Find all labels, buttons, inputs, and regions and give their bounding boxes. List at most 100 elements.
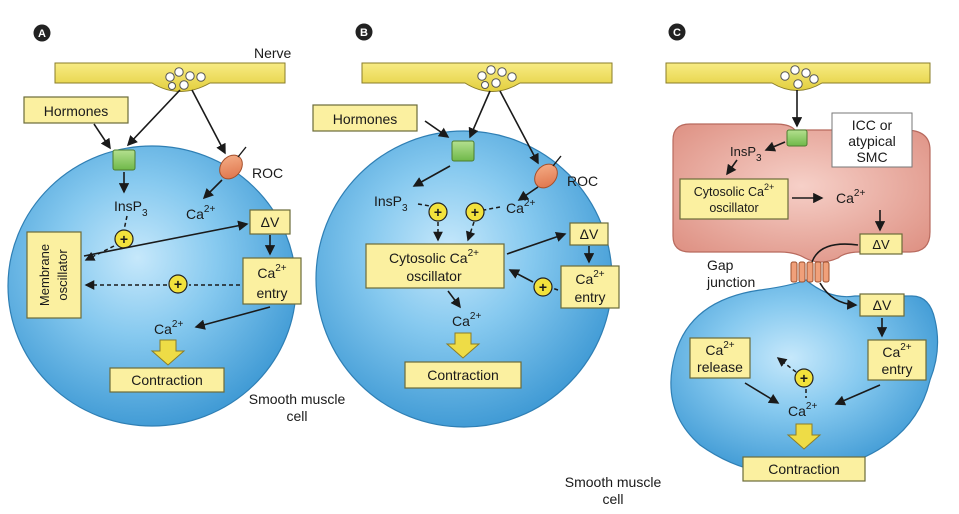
cytosolic-oscillator-box-b	[365, 243, 505, 289]
roc-label-b: ROC	[567, 173, 598, 189]
plus-sign-a2: +	[174, 276, 182, 292]
vesicles-c	[780, 65, 819, 89]
panel-c-letter: C	[673, 27, 681, 39]
gap-junction-line2: junction	[706, 274, 755, 290]
nerve-label: Nerve	[254, 45, 292, 61]
delta-v-box-a	[249, 209, 291, 235]
ca-entry-box-b	[560, 265, 620, 309]
ca-entry-line1-b: Ca2+	[575, 269, 604, 287]
roc-channel-icon-b	[534, 155, 562, 189]
panel-b-badge	[355, 23, 373, 41]
ca-entry-line1-c: Ca2+	[882, 342, 911, 360]
hormones-arrow-a	[93, 123, 111, 150]
plus-circle-icon-b2	[465, 202, 485, 222]
plus-circle-icon-c	[794, 368, 814, 388]
cytosolic-oscillator-line1-c: Cytosolic Ca2+	[694, 182, 774, 199]
hormones-label-a: Hormones	[44, 103, 109, 119]
ca-release-line2-c: release	[697, 359, 743, 375]
ca-entry-box-c	[867, 339, 927, 381]
cytosolic-oscillator-line1-b: Cytosolic Ca2+	[389, 248, 479, 266]
ca-release-box-c	[689, 337, 751, 379]
membrane-oscillator-line1: Membrane	[37, 244, 52, 306]
ca-entry-box-a	[242, 257, 302, 305]
osc-to-deltav-arrow-b	[506, 231, 567, 255]
plus-sign-b2: +	[471, 204, 479, 220]
plus-sign-b3: +	[539, 279, 547, 295]
insp3-to-osc-arrow-c	[726, 159, 738, 176]
ca-entry-line1-a: Ca2+	[257, 263, 286, 281]
plus2-to-osc-arrow-b	[465, 221, 476, 242]
delta-v-label-a: ΔV	[261, 214, 280, 230]
contraction-box-b	[404, 361, 522, 389]
insp3-label-a: InsP3	[114, 198, 148, 219]
roc-to-ca-arrow-a	[202, 179, 223, 200]
ca-entry-line2-a: entry	[256, 285, 287, 301]
hormones-label-b: Hormones	[333, 111, 398, 127]
ca-label-c: Ca2+	[836, 188, 865, 206]
roc-channel-icon-a	[219, 146, 247, 180]
delta-v-box-c	[859, 293, 905, 317]
panel-c-badge	[668, 23, 686, 41]
insp3-dash-b	[417, 203, 431, 207]
ca-dash-b	[483, 206, 501, 211]
icc-label-box	[831, 112, 913, 168]
entry-to-ca-arrow-a	[194, 306, 271, 330]
contraction-box-a	[109, 367, 225, 393]
receptor-to-insp3-arrow-c	[764, 141, 786, 152]
cytosolic-oscillator-line2-c: oscillator	[709, 201, 758, 215]
icc-label-line1: ICC or	[852, 117, 893, 133]
ca-lower-label-a: Ca2+	[154, 319, 183, 337]
nerve-terminal-c	[665, 62, 931, 91]
insp3-dash-a	[123, 215, 128, 231]
deltav-to-gap-line-c	[811, 243, 859, 263]
receptor-icon-b	[451, 140, 475, 162]
contraction-label-b: Contraction	[427, 367, 499, 383]
panel-b: B Hormones ROC InsP3 Ca2+ + +	[312, 23, 620, 428]
receptor-icon-a	[112, 149, 136, 171]
roc-label-a: ROC	[252, 165, 283, 181]
ca-label-a: Ca2+	[186, 204, 215, 222]
gap-junction-icon	[790, 261, 830, 283]
contraction-arrow-icon-b	[445, 332, 481, 359]
ca-release-line1-c: Ca2+	[705, 340, 734, 358]
nerve-to-receptor-arrow-a	[126, 89, 181, 147]
delta-v-label-c: ΔV	[873, 297, 892, 313]
plus-to-osc-arrow-b	[508, 269, 534, 283]
plus-to-release-arrow-c	[776, 357, 797, 373]
osc-to-ca-arrow-b	[447, 290, 461, 309]
delta-v-label-b: ΔV	[580, 226, 599, 242]
panel-c: C ICC or atypical SMC InsP3 Cytosolic Ca…	[565, 23, 939, 507]
vesicles	[165, 67, 206, 90]
panel-a: A Nerve Hormones ROC InsP3 Ca2+	[7, 24, 346, 427]
contraction-label-a: Contraction	[131, 372, 203, 388]
cell-label-a-line2: cell	[286, 408, 307, 424]
panel-a-badge	[33, 24, 51, 42]
ca-entry-line2-c: entry	[881, 361, 912, 377]
ca-entry-line2-b: entry	[574, 289, 605, 305]
gap-to-deltav-arrow-c	[819, 282, 858, 310]
contraction-arrow-icon-c	[786, 423, 822, 450]
ca-lower-label-c: Ca2+	[788, 401, 817, 419]
hormones-box-a	[23, 96, 129, 124]
nerve-to-receptor-arrow-b	[468, 90, 491, 139]
plus-sign-c: +	[800, 370, 808, 386]
cell-label-a-line1: Smooth muscle	[249, 391, 346, 407]
plus-circle-icon-b3	[533, 277, 553, 297]
panel-b-letter: B	[360, 27, 368, 39]
contraction-arrow-icon-a	[150, 339, 186, 366]
ca-lower-label-b: Ca2+	[452, 311, 481, 329]
delta-v-box-b	[569, 222, 609, 246]
membrane-oscillator-box	[26, 231, 82, 319]
hormones-box-b	[312, 104, 418, 132]
insp3-label-c: InsP3	[730, 144, 762, 164]
icc-label-line3: SMC	[856, 149, 887, 165]
cytosolic-oscillator-box-c	[679, 178, 789, 220]
ca-label-b: Ca2+	[506, 198, 535, 216]
plus-sign-b1: +	[434, 204, 442, 220]
cell-label-c-line2: cell	[602, 491, 623, 507]
nerve-terminal-b	[361, 62, 613, 92]
delta-v-box-c-top	[859, 233, 903, 255]
membrane-oscillator-line2: oscillator	[55, 249, 70, 301]
entry-dash-b	[551, 287, 559, 291]
